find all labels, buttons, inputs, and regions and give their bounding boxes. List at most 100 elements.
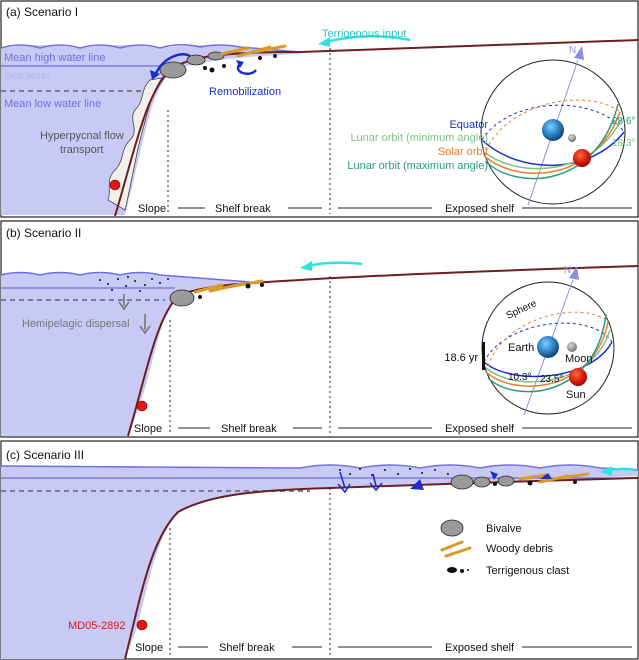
arrowhead-icon <box>369 482 383 492</box>
sun-icon <box>569 368 587 386</box>
legend-woody-debris: Woody debris <box>486 543 554 555</box>
panel-b-title: (b) Scenario II <box>6 226 81 240</box>
cycle-bracket <box>482 342 485 370</box>
cycle-label: 18.6 yr <box>444 352 478 364</box>
angle-a-label: 10.3° <box>508 372 531 383</box>
panel-a: (a) Scenario I Terrigenous input Mean hi… <box>0 0 639 218</box>
zone-exposed-shelf: Exposed shelf <box>445 203 515 215</box>
angle-max-label: 28.6° <box>612 116 635 127</box>
arrowhead-icon <box>318 37 330 47</box>
arrowhead-icon <box>300 261 312 271</box>
mean-high-water-label: Mean high water line <box>4 52 106 64</box>
terrigenous-clast <box>260 283 264 287</box>
bivalve-icon <box>440 519 464 537</box>
sea-water <box>1 465 638 659</box>
hyperpycnal-label-2: transport <box>60 144 103 156</box>
terrigenous-clast <box>222 64 226 68</box>
panel-c-title: (c) Scenario III <box>6 448 84 462</box>
hemipelagic-label: Hemipelagic dispersal <box>22 318 130 330</box>
bivalve-icon <box>450 474 474 490</box>
terrigenous-clast <box>273 54 277 58</box>
remobilization-arrow <box>236 63 257 75</box>
shelf-deposits <box>169 279 264 307</box>
mean-low-water-label: Mean low water line <box>4 98 101 110</box>
sun-icon <box>573 149 591 167</box>
solar-orbit <box>483 111 621 174</box>
north-arrow-icon <box>574 46 584 60</box>
lunar-orbit-min <box>485 329 611 383</box>
north-label: N <box>569 45 576 56</box>
arrowhead-icon <box>150 70 160 80</box>
zone-slope: Slope <box>134 423 162 435</box>
dispersal-particles <box>99 276 169 292</box>
terrigenous-clast <box>198 295 202 299</box>
moon-icon <box>567 342 577 352</box>
terrigenous-input-arrow <box>307 261 363 268</box>
zone-slope: Slope <box>138 203 166 215</box>
solar-orbit <box>485 321 609 387</box>
shelf-deposits <box>450 472 590 490</box>
arrowhead-icon <box>540 473 552 479</box>
legend-solar: Solar orbit <box>438 146 488 158</box>
terrigenous-clast <box>258 56 262 60</box>
terrigenous-input-label: Terrigenous input <box>322 28 406 40</box>
legend-equator: Equator <box>449 119 488 131</box>
legend-lunar-max: Lunar orbit (maximum angle) <box>347 160 488 172</box>
bivalve-icon <box>186 54 206 66</box>
terrigenous-clast <box>573 480 577 484</box>
terrigenous-clast <box>209 67 215 73</box>
equator-orbit-back <box>483 322 613 363</box>
panel-c: (c) Scenario III Bivalve Woody debris Te… <box>0 440 639 660</box>
remobilization-arrow <box>339 471 377 489</box>
bivalve-icon <box>473 476 491 488</box>
north-label: N <box>564 265 571 276</box>
equator-orbit <box>483 341 613 378</box>
legend-lunar-min: Lunar orbit (minimum angle) <box>350 132 488 144</box>
bivalve-icon <box>207 51 225 61</box>
mean-high-water-line <box>0 44 301 53</box>
remobilization-label: Remobilization <box>209 86 281 98</box>
terrigenous-clast <box>493 482 497 486</box>
legend: Bivalve Woody debris Terrigenous clast <box>440 519 569 577</box>
terrigenous-clast <box>245 283 251 289</box>
seafloor-profile <box>127 265 639 437</box>
woody-debris-icon <box>220 44 287 58</box>
mean-high-water-line <box>0 464 639 471</box>
woody-debris-icon <box>440 540 472 558</box>
core-site-marker <box>136 619 148 631</box>
moon-icon <box>568 134 576 142</box>
woody-debris-icon <box>518 472 590 484</box>
hyperpycnal-label-1: Hyperpycnal flow <box>40 130 124 142</box>
zone-shelf-break: Shelf break <box>215 203 271 215</box>
core-site-marker <box>136 400 148 412</box>
mean-high-water-line <box>0 271 251 283</box>
arrowhead-icon <box>490 471 498 480</box>
legend-terrigenous-clast: Terrigenous clast <box>486 565 569 577</box>
terrigenous-clast <box>203 66 207 70</box>
solar-orbit-back <box>487 311 609 367</box>
earth-label: Earth <box>508 342 534 354</box>
angle-min-label: 18.3° <box>612 138 635 149</box>
sun-label: Sun <box>566 389 586 401</box>
zone-shelf-break: Shelf break <box>219 642 275 654</box>
terrigenous-clast-icon <box>447 567 457 573</box>
arrowhead-icon <box>236 60 244 68</box>
sea-level-label: Sea level <box>4 70 49 82</box>
lunar-orbit-max <box>485 103 619 180</box>
zone-slope: Slope <box>135 642 163 654</box>
moon-label: Moon <box>565 353 593 365</box>
north-arrow-icon <box>569 266 579 280</box>
arrowhead-icon <box>118 301 130 311</box>
solar-orbit-back <box>485 99 621 151</box>
bivalve-icon <box>169 289 195 307</box>
terrigenous-input-arrow <box>324 35 411 44</box>
terrigenous-clast-icon <box>467 569 469 571</box>
angle-b-label: 23.5° <box>540 374 563 385</box>
zone-exposed-shelf: Exposed shelf <box>445 642 515 654</box>
panel-b: (b) Scenario II Hemipelagic dispersal Sl… <box>0 220 639 438</box>
core-site-marker <box>109 179 121 191</box>
zone-shelf-break: Shelf break <box>221 423 277 435</box>
earth-icon <box>537 336 559 358</box>
terrigenous-clast <box>527 480 533 486</box>
